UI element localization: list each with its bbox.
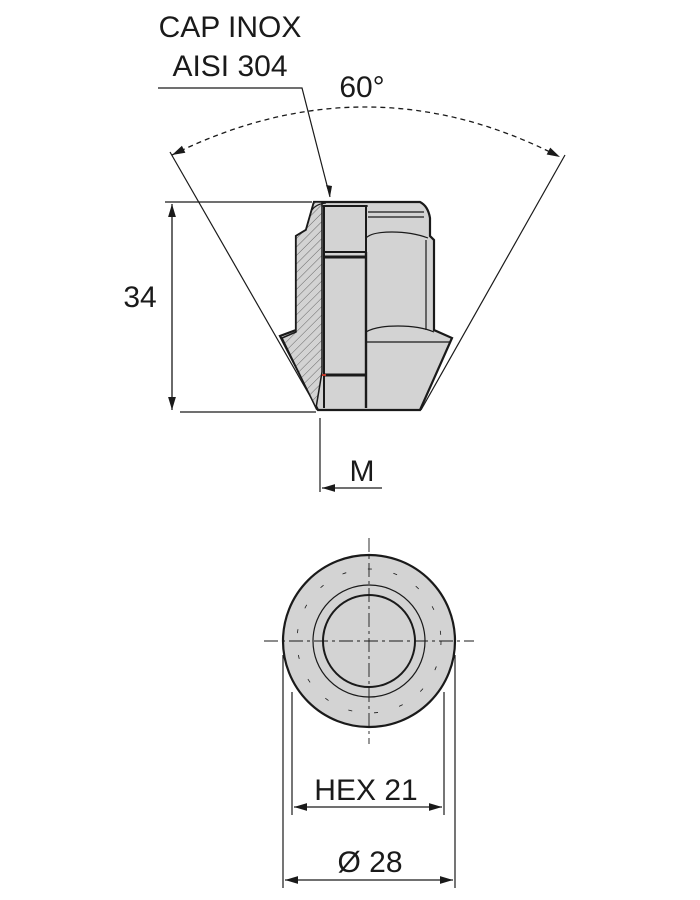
thread-dimension: M bbox=[319, 418, 382, 492]
height-label: 34 bbox=[123, 281, 156, 314]
angle-extension-right bbox=[420, 154, 566, 411]
hex-dimension: HEX 21 bbox=[291, 692, 445, 815]
material-label-line2: AISI 304 bbox=[172, 50, 287, 83]
nut-top-view bbox=[264, 538, 474, 744]
hex-lower-curve bbox=[365, 325, 435, 333]
leader-arrowhead bbox=[326, 185, 332, 197]
hex-label: HEX 21 bbox=[314, 774, 417, 807]
cap-edge bbox=[311, 202, 327, 211]
diameter-dimension: Ø 28 bbox=[282, 655, 456, 888]
bore-top bbox=[323, 205, 367, 253]
hex-upper-curve bbox=[365, 231, 429, 239]
diameter-label: Ø 28 bbox=[337, 846, 402, 879]
angle-extension-left bbox=[169, 151, 319, 411]
angle-label: 60° bbox=[339, 71, 384, 104]
height-dimension: 34 bbox=[123, 201, 316, 413]
thread-label: M bbox=[350, 455, 375, 488]
angle-arc bbox=[171, 106, 561, 158]
material-leader-line bbox=[158, 87, 331, 198]
angle-dimension: 60° bbox=[169, 71, 566, 411]
material-callout: CAP INOX AISI 304 bbox=[158, 11, 332, 198]
section-hatch bbox=[280, 201, 323, 411]
nut-side-view bbox=[278, 200, 454, 412]
material-label-line1: CAP INOX bbox=[159, 11, 302, 44]
